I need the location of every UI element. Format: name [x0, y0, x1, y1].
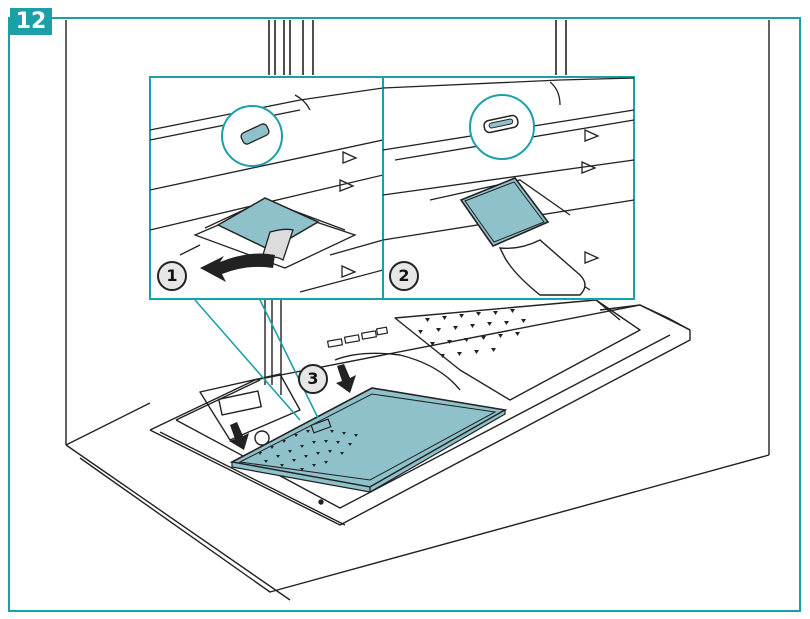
callout-lines	[194, 299, 319, 421]
step-marker-3: 3	[298, 364, 328, 394]
step-marker-1: 1	[157, 261, 187, 291]
grease-filter	[229, 387, 508, 494]
arrow-icon	[200, 253, 275, 282]
step-number-badge: 12	[10, 8, 52, 35]
hood-drawing	[65, 20, 770, 601]
grille-dots	[418, 309, 526, 358]
frame-border	[8, 17, 801, 612]
inset-step-1	[149, 76, 384, 300]
step-marker-2: 2	[389, 261, 419, 291]
inset-step-2	[382, 76, 635, 300]
arrow-icon	[229, 364, 356, 450]
